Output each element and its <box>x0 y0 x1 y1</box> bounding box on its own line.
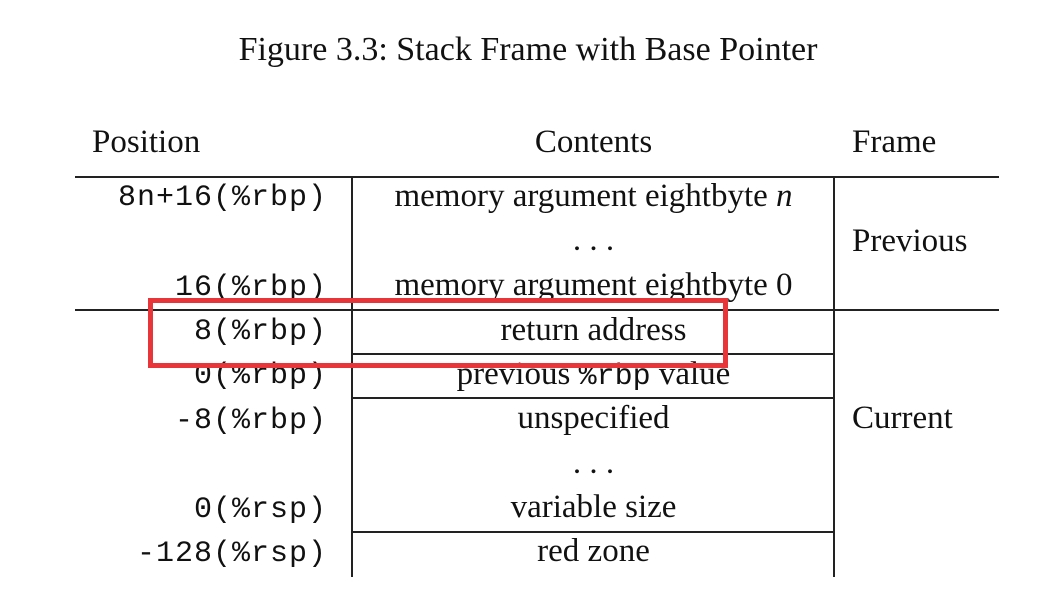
header-rule <box>75 176 999 178</box>
frame-separator-rule <box>75 309 999 311</box>
row-rule-previous-rbp <box>353 397 834 399</box>
contents-variable: n <box>776 178 793 214</box>
contents-cell: red zone <box>537 533 650 569</box>
row-rule-return-address <box>353 353 834 355</box>
header-contents: Contents <box>534 124 653 160</box>
highlight-box <box>148 298 728 368</box>
frame-label-previous: Previous <box>852 223 968 259</box>
column-rule-left <box>351 177 353 577</box>
header-position: Position <box>92 124 201 160</box>
position-cell: -128(%rsp) <box>136 537 327 571</box>
contents-cell: return address <box>500 312 687 348</box>
contents-text: memory argument eightbyte <box>394 178 777 214</box>
position-cell: -8(%rbp) <box>174 404 327 438</box>
contents-cell: memory argument eightbyte 0 <box>394 267 793 303</box>
contents-text-pre: previous <box>456 356 579 392</box>
figure-caption: Figure 3.3: Stack Frame with Base Pointe… <box>238 31 818 68</box>
frame-label-current: Current <box>852 400 953 436</box>
contents-cell: memory argument eightbyte n <box>353 176 834 216</box>
contents-cell: unspecified <box>517 400 670 436</box>
contents-cell: variable size <box>510 489 677 525</box>
column-rule-right <box>833 177 835 577</box>
ellipsis-cell: . . . <box>572 222 615 258</box>
ellipsis-cell: . . . <box>572 445 615 481</box>
position-cell: 8n+16(%rbp) <box>117 181 327 215</box>
position-cell: 0(%rsp) <box>193 493 327 527</box>
contents-text-post: value <box>650 356 731 392</box>
row-rule-variable-size <box>353 531 834 533</box>
header-frame: Frame <box>852 124 937 160</box>
position-cell: 8(%rbp) <box>193 315 327 349</box>
